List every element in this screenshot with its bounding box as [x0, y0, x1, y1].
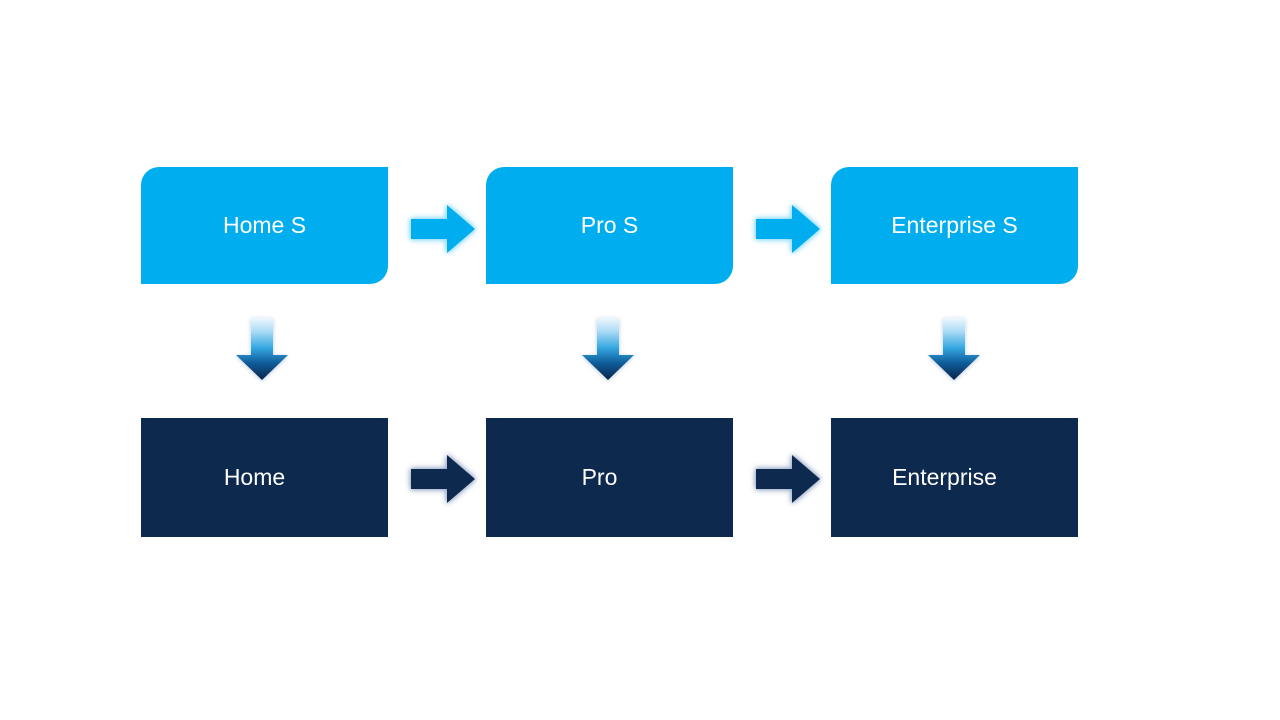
down-arrow-icon	[236, 318, 288, 380]
node-home[interactable]: Home	[141, 418, 388, 537]
node-home-label: Home	[223, 463, 286, 490]
node-enterprise[interactable]: Enterprise	[831, 418, 1078, 537]
node-enterprise-s-label: Enterprise S	[891, 211, 1018, 238]
node-enterprise-s[interactable]: Enterprise S	[831, 167, 1078, 284]
down-arrow-icon	[582, 318, 634, 380]
right-arrow-icon	[411, 205, 475, 253]
right-arrow-icon	[756, 455, 820, 503]
down-arrow-icon	[928, 318, 980, 380]
node-pro-s[interactable]: Pro S	[486, 167, 733, 284]
right-arrow-icon	[756, 205, 820, 253]
node-pro-label: Pro	[581, 463, 618, 490]
node-enterprise-label: Enterprise	[892, 463, 997, 490]
node-home-s[interactable]: Home S	[141, 167, 388, 284]
node-pro[interactable]: Pro	[486, 418, 733, 537]
node-pro-s-label: Pro S	[580, 211, 639, 238]
right-arrow-icon	[411, 455, 475, 503]
node-home-s-label: Home S	[222, 211, 307, 238]
